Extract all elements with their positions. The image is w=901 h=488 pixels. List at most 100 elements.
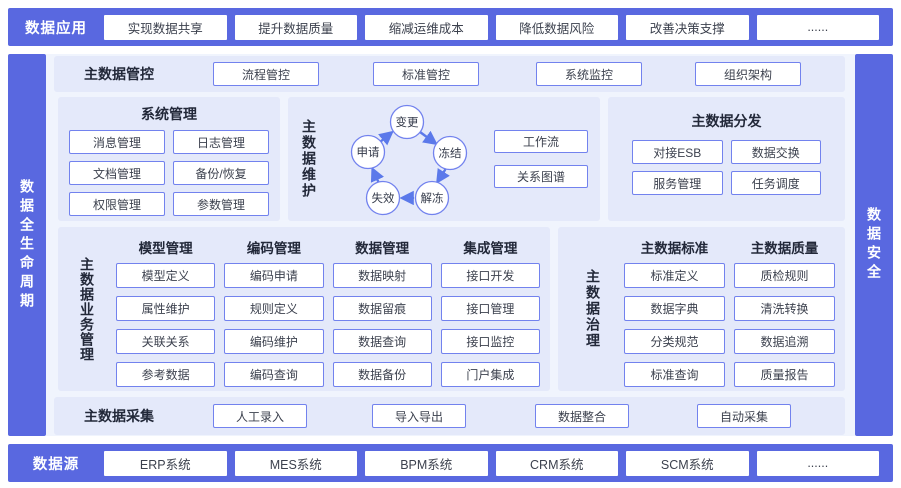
- source-system-item-more: ......: [756, 450, 879, 476]
- application-item-more: ......: [756, 14, 879, 40]
- flow-arrow-apply-to-change: [378, 130, 394, 146]
- module-box: 日志管理: [173, 130, 269, 154]
- column-header: 数据管理: [355, 241, 410, 256]
- module-box: 门户集成: [440, 362, 540, 387]
- flow-arrow-change-to-freeze: [418, 130, 438, 146]
- module-box: 标准定义: [624, 263, 725, 288]
- master-data-control-row: 主数据管控 流程管控 标准管控 系统监控 组织架构: [54, 56, 845, 92]
- module-box: 清洗转换: [734, 296, 835, 321]
- module-box: 编码查询: [224, 362, 324, 387]
- flow-node-freeze: 冻结: [432, 135, 468, 171]
- master-data-distribution-title: 主数据分发: [691, 113, 762, 129]
- module-box: 分类规范: [624, 329, 725, 354]
- module-box: 标准管控: [373, 62, 479, 86]
- module-box: 自动采集: [697, 404, 791, 428]
- module-box: 任务调度: [730, 171, 821, 195]
- module-box: 标准查询: [624, 362, 725, 387]
- module-box: 数据交换: [730, 140, 821, 164]
- data-source-items: ERP系统 MES系统 BPM系统 CRM系统 SCM系统 ......: [104, 450, 893, 476]
- flow-arrow-expire-to-apply: [370, 166, 385, 183]
- system-management-panel: 系统管理 消息管理 日志管理 文档管理 备份/恢复 权限管理 参数管理: [58, 97, 280, 221]
- business-management-title: 主数据业务管理: [79, 256, 95, 362]
- svg-text:冻结: 冻结: [439, 146, 462, 160]
- application-item: 改善决策支撑: [626, 14, 749, 40]
- module-box: 工作流: [494, 130, 588, 153]
- module-box: 备份/恢复: [173, 161, 269, 185]
- module-box: 规则定义: [224, 296, 324, 321]
- module-box: 数据映射: [332, 263, 432, 288]
- governance-title: 主数据治理: [585, 269, 601, 349]
- master-data-maintenance-panel: 主数据维护 变更 冻结 解冻: [288, 97, 600, 221]
- column-header: 主数据标准: [640, 241, 709, 256]
- module-box: 接口开发: [440, 263, 540, 288]
- module-box: 数据追溯: [734, 329, 835, 354]
- master-data-distribution-panel: 主数据分发 对接ESB 数据交换 服务管理 任务调度: [608, 97, 845, 221]
- data-security-bar: 数据安全: [855, 54, 893, 436]
- module-box: 接口管理: [440, 296, 540, 321]
- svg-text:申请: 申请: [357, 146, 380, 159]
- module-box: 流程管控: [213, 62, 319, 86]
- source-system-item: MES系统: [234, 450, 357, 476]
- module-box: 服务管理: [632, 171, 723, 195]
- module-box: 导入导出: [372, 404, 466, 428]
- module-column: 集成管理 接口开发 接口管理 接口监控 门户集成: [440, 237, 540, 387]
- module-box: 编码维护: [224, 329, 324, 354]
- flow-node-expire: 失效: [365, 180, 401, 216]
- master-data-maintenance-title: 主数据维护: [301, 119, 317, 199]
- data-application-label: 数据应用: [25, 20, 87, 37]
- application-item: 降低数据风险: [495, 14, 618, 40]
- module-column: 主数据质量 质检规则 清洗转换 数据追溯 质量报告: [734, 237, 835, 387]
- module-box: 对接ESB: [632, 140, 723, 164]
- source-system-item: ERP系统: [104, 450, 227, 476]
- svg-text:失效: 失效: [372, 191, 395, 205]
- master-data-control-title: 主数据管控: [84, 66, 154, 82]
- flow-arrow-freeze-to-unfreeze: [436, 168, 450, 185]
- column-header: 模型管理: [138, 241, 193, 256]
- column-header: 集成管理: [463, 241, 518, 256]
- module-box: 质量报告: [734, 362, 835, 387]
- module-box: 数据留痕: [332, 296, 432, 321]
- module-box: 关系图谱: [494, 165, 588, 188]
- module-box: 编码申请: [224, 263, 324, 288]
- system-management-grid: 消息管理 日志管理 文档管理 备份/恢复 权限管理 参数管理: [69, 130, 269, 216]
- source-system-item: BPM系统: [365, 450, 488, 476]
- data-application-items: 实现数据共享 提升数据质量 缩减运维成本 降低数据风险 改善决策支撑 .....…: [104, 14, 893, 40]
- data-lifecycle-label: 数据全生命周期: [19, 178, 35, 312]
- module-box: 模型定义: [116, 263, 216, 288]
- source-system-item: CRM系统: [495, 450, 618, 476]
- application-item: 缩减运维成本: [365, 14, 488, 40]
- module-box: 质检规则: [734, 263, 835, 288]
- module-box: 人工录入: [213, 404, 307, 428]
- module-column: 编码管理 编码申请 规则定义 编码维护 编码查询: [224, 237, 324, 387]
- module-column: 主数据标准 标准定义 数据字典 分类规范 标准查询: [624, 237, 725, 387]
- lifecycle-flow-diagram: 变更 冻结 解冻 失效 申请: [350, 104, 468, 216]
- flow-node-change: 变更: [389, 104, 425, 140]
- svg-text:变更: 变更: [396, 115, 419, 129]
- business-management-panel: 主数据业务管理 模型管理 模型定义 属性维护 关联关系 参考数据 编码管理 编码…: [58, 227, 550, 391]
- governance-panel: 主数据治理 主数据标准 标准定义 数据字典 分类规范 标准查询 主数据质量 质检…: [558, 227, 845, 391]
- module-box: 消息管理: [69, 130, 165, 154]
- module-box: 参考数据: [116, 362, 216, 387]
- module-box: 属性维护: [116, 296, 216, 321]
- module-box: 数据整合: [535, 404, 629, 428]
- data-source-label: 数据源: [32, 456, 80, 473]
- data-application-bar: 数据应用 实现数据共享 提升数据质量 缩减运维成本 降低数据风险 改善决策支撑 …: [8, 8, 893, 46]
- module-box: 接口监控: [440, 329, 540, 354]
- module-box: 关联关系: [116, 329, 216, 354]
- module-box: 权限管理: [69, 192, 165, 216]
- data-lifecycle-bar: 数据全生命周期: [8, 54, 46, 436]
- module-column: 模型管理 模型定义 属性维护 关联关系 参考数据: [116, 237, 216, 387]
- module-box: 数据备份: [332, 362, 432, 387]
- collection-title: 主数据采集: [84, 408, 154, 424]
- module-box: 数据查询: [332, 329, 432, 354]
- business-management-columns: 模型管理 模型定义 属性维护 关联关系 参考数据 编码管理 编码申请 规则定义 …: [116, 237, 540, 387]
- module-box: 组织架构: [695, 62, 801, 86]
- column-header: 编码管理: [246, 241, 301, 256]
- governance-columns: 主数据标准 标准定义 数据字典 分类规范 标准查询 主数据质量 质检规则 清洗转…: [624, 237, 835, 387]
- source-system-item: SCM系统: [626, 450, 749, 476]
- svg-text:解冻: 解冻: [421, 191, 444, 205]
- data-security-label: 数据安全: [866, 207, 882, 283]
- data-source-bar: 数据源 ERP系统 MES系统 BPM系统 CRM系统 SCM系统 ......: [8, 444, 893, 482]
- column-header: 主数据质量: [750, 241, 819, 256]
